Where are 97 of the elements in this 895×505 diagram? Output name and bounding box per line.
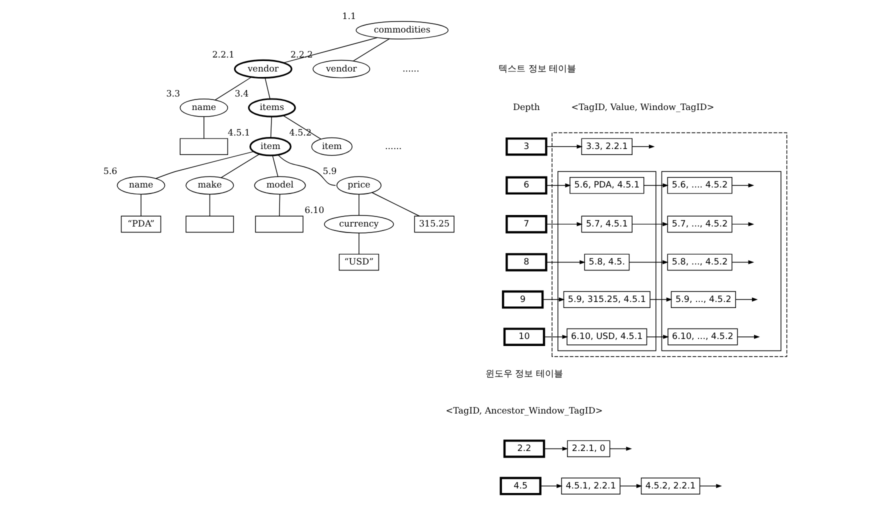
node-box: 10	[502, 327, 545, 346]
node-ellipse: model	[254, 176, 306, 194]
connector	[264, 76, 270, 99]
node-box: 2.2	[502, 439, 545, 458]
node-label: 3.3	[166, 89, 180, 100]
node-box: 5.7, 4.5.1	[580, 215, 632, 232]
node-box: 2.2.1, 0	[566, 440, 610, 457]
label: ......	[402, 64, 419, 74]
arrow	[543, 334, 568, 338]
node-box: 5.6, .... 4.5.2	[666, 176, 732, 194]
arrow	[734, 296, 758, 302]
node-label: 4.5.1	[227, 128, 250, 138]
node-box: 4.5.2, 2.2.1	[640, 477, 700, 494]
arrow	[545, 144, 582, 148]
label: 윈도우 정보 테이블	[484, 368, 563, 379]
node-box: 6	[505, 176, 547, 194]
node-ellipse: price	[336, 176, 381, 194]
node-box: 5.7, ..., 4.5.2	[666, 215, 732, 232]
connector	[203, 116, 204, 138]
node-box: 5.8, 4.5.	[584, 253, 630, 270]
connector	[208, 193, 210, 216]
node-box: 3	[505, 136, 547, 156]
connector	[282, 36, 378, 63]
node-box: “USD”	[338, 253, 379, 270]
node-label: 2.2.2	[290, 50, 312, 60]
arrow	[628, 260, 668, 264]
connector	[371, 192, 420, 216]
arrow	[619, 483, 642, 488]
connector	[214, 76, 252, 100]
node-ellipse: vendor	[312, 59, 370, 78]
node-box: 5.6, PDA, 4.5.1	[569, 176, 644, 194]
node-label: 2.2.1	[212, 50, 234, 60]
arrow	[545, 182, 571, 187]
arrow	[649, 296, 672, 302]
node-label: 3.4	[234, 89, 248, 100]
node-box	[254, 215, 303, 232]
arrow	[731, 260, 754, 264]
node-ellipse: make	[185, 176, 234, 194]
connector	[352, 38, 390, 61]
arrow	[731, 182, 754, 187]
node-ellipse: commodities	[355, 20, 448, 39]
node-label: 5.6	[102, 166, 117, 177]
arrow	[545, 222, 582, 226]
arrow	[542, 296, 564, 302]
node-ellipse: item	[310, 136, 352, 156]
node-ellipse: name	[116, 176, 165, 194]
node-box: 5.9, 315.25, 4.5.1	[562, 290, 650, 308]
label: Depth	[512, 102, 540, 113]
node-box: 3.3, 2.2.1	[580, 138, 632, 155]
connector	[278, 154, 336, 186]
arrow	[540, 483, 562, 488]
node-box: 6.10, ..., 4.5.2	[667, 328, 738, 345]
node-label: 4.5.2	[288, 128, 312, 138]
node-ellipse: vendor	[234, 58, 292, 78]
arrow	[731, 222, 754, 226]
label: ......	[384, 141, 402, 152]
arrow	[736, 334, 760, 338]
label: 텍스트 정보 테이블	[498, 64, 576, 74]
node-box: “PDA”	[120, 215, 161, 232]
arrow	[646, 334, 668, 338]
node-box	[179, 138, 228, 155]
connector	[155, 150, 254, 178]
connector	[140, 193, 141, 216]
connector	[278, 193, 280, 216]
cluster	[551, 132, 787, 356]
node-box: 4.5	[499, 476, 541, 495]
node-box: 315.25	[414, 215, 454, 232]
node-ellipse: items	[247, 98, 296, 117]
node-box: 9	[501, 290, 544, 308]
label: <TagID, Ancestor_Window_TagID>	[445, 406, 602, 416]
node-label: 6.10	[304, 205, 324, 216]
node-label: 1.1	[342, 11, 356, 22]
node-box: 4.5.1, 2.2.1	[560, 477, 620, 494]
arrow	[609, 446, 632, 450]
arrow	[643, 182, 668, 187]
node-box: 5.8, ..., 4.5.2	[666, 253, 732, 270]
connector	[358, 232, 359, 254]
node-box: 6.10, USD, 4.5.1	[566, 328, 647, 345]
arrow	[631, 222, 668, 226]
connector	[270, 116, 272, 138]
connector	[272, 154, 278, 176]
arrow	[631, 144, 654, 148]
node-ellipse: name	[179, 98, 228, 116]
arrow	[543, 446, 568, 450]
arrow	[699, 483, 722, 488]
node-box: 5.9, ..., 4.5.2	[670, 290, 736, 308]
node-ellipse: currency	[324, 214, 394, 233]
node-box: 8	[505, 252, 547, 271]
node-ellipse: item	[248, 136, 291, 156]
connector	[282, 114, 321, 139]
arrow	[545, 260, 585, 264]
node-box: 7	[505, 214, 547, 233]
label: <TagID, Value, Window_TagID>	[570, 102, 714, 113]
node-box	[185, 215, 234, 232]
node-label: 5.9	[322, 166, 336, 177]
connector	[358, 193, 359, 216]
connector	[220, 153, 260, 178]
